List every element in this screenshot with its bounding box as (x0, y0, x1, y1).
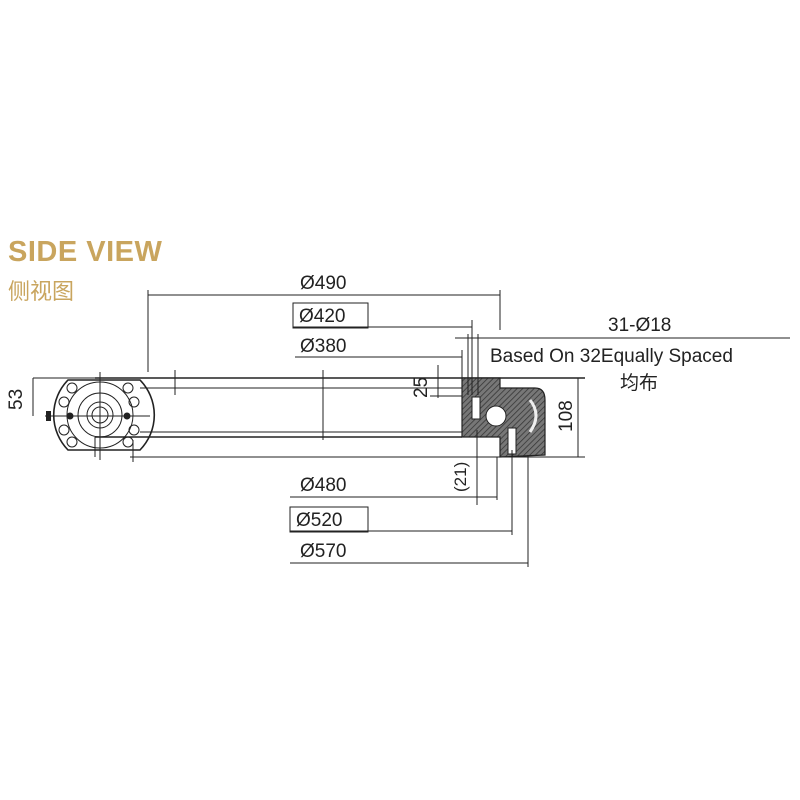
hole-spec: 31-Ø18 (608, 315, 671, 336)
dim-d480: Ø480 (300, 475, 346, 496)
pinion-hub (45, 372, 156, 460)
ring-body (94, 370, 585, 462)
dim-d570: Ø570 (300, 541, 346, 562)
dim-d420: Ø420 (299, 306, 345, 327)
hole-note: Based On 32Equally Spaced (490, 346, 733, 367)
view-subtitle: 侧视图 (8, 280, 75, 305)
bolt-circles (58, 382, 140, 448)
dim-d380: Ø380 (300, 336, 346, 357)
hole-note-cn: 均布 (620, 372, 658, 394)
dim-h25: 25 (411, 377, 432, 398)
dim-h53: 53 (6, 389, 27, 410)
bearing-section (461, 377, 546, 458)
dim-d520: Ø520 (296, 510, 342, 531)
dim-d490: Ø490 (300, 273, 346, 294)
dim-h108: 108 (556, 400, 577, 432)
dim-h21: (21) (451, 462, 470, 492)
view-title: SIDE VIEW (8, 236, 163, 268)
dimension-lines (32, 290, 790, 567)
